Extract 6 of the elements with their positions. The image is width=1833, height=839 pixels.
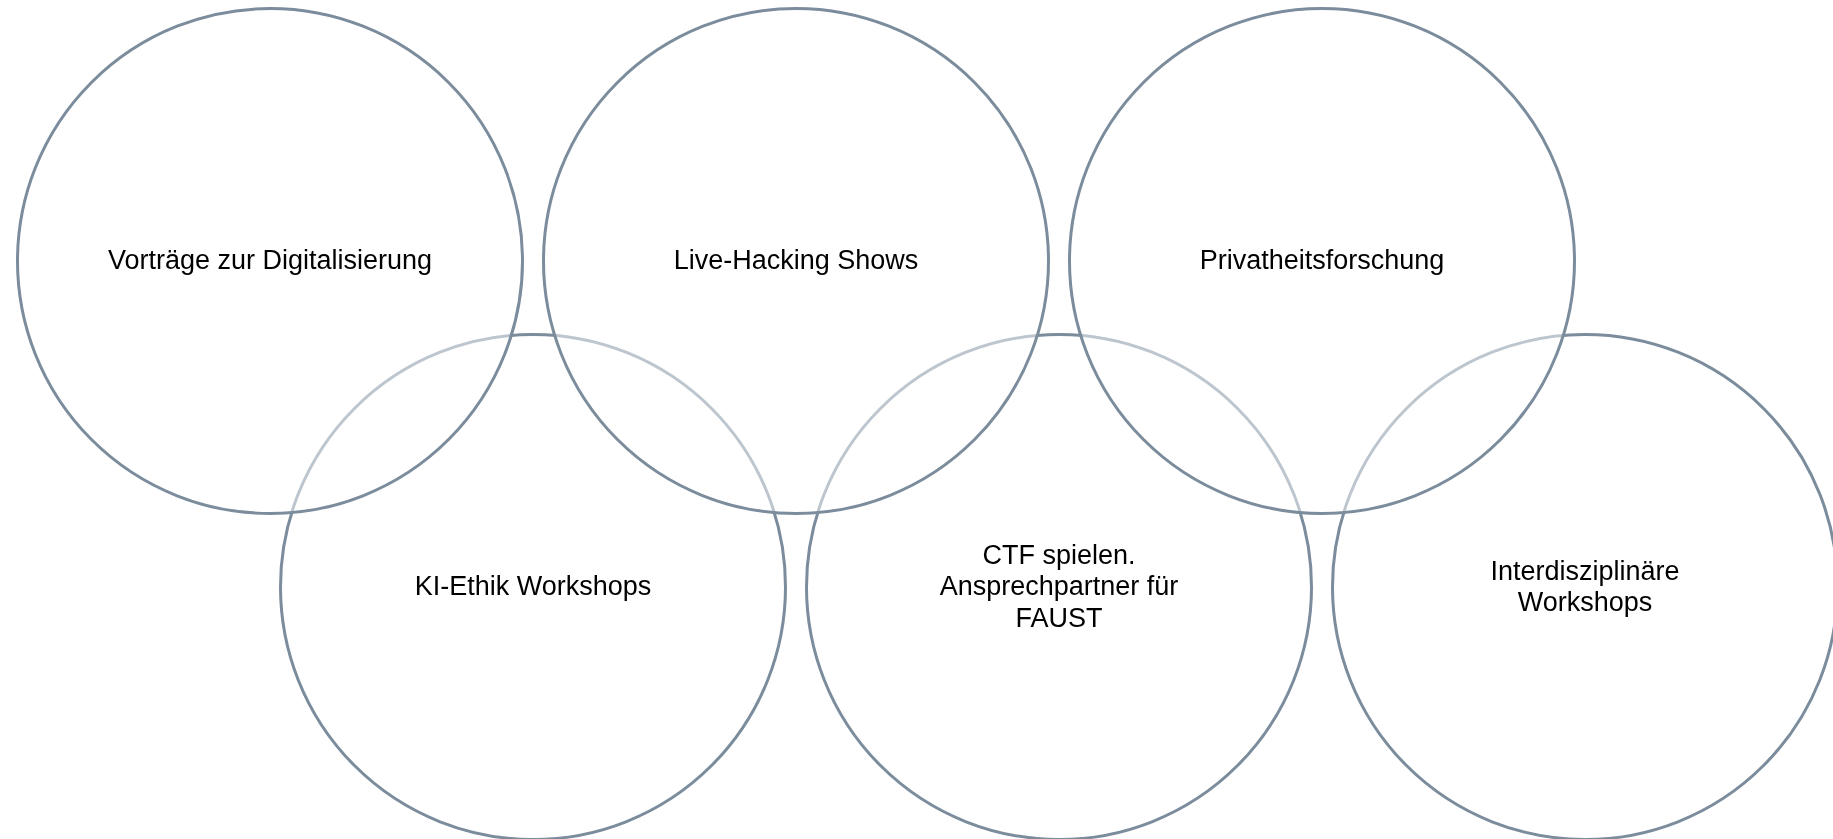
circle-label: Privatheitsforschung <box>1199 245 1445 277</box>
circle-label: KI-Ethik Workshops <box>414 571 652 603</box>
circle-label: Live-Hacking Shows <box>673 245 919 277</box>
circle-label: Interdisziplinäre Workshops <box>1489 555 1681 619</box>
circle-label: CTF spielen. Ansprechpartner für FAUST <box>938 540 1180 634</box>
circle-label: Vorträge zur Digitalisierung <box>107 245 433 277</box>
